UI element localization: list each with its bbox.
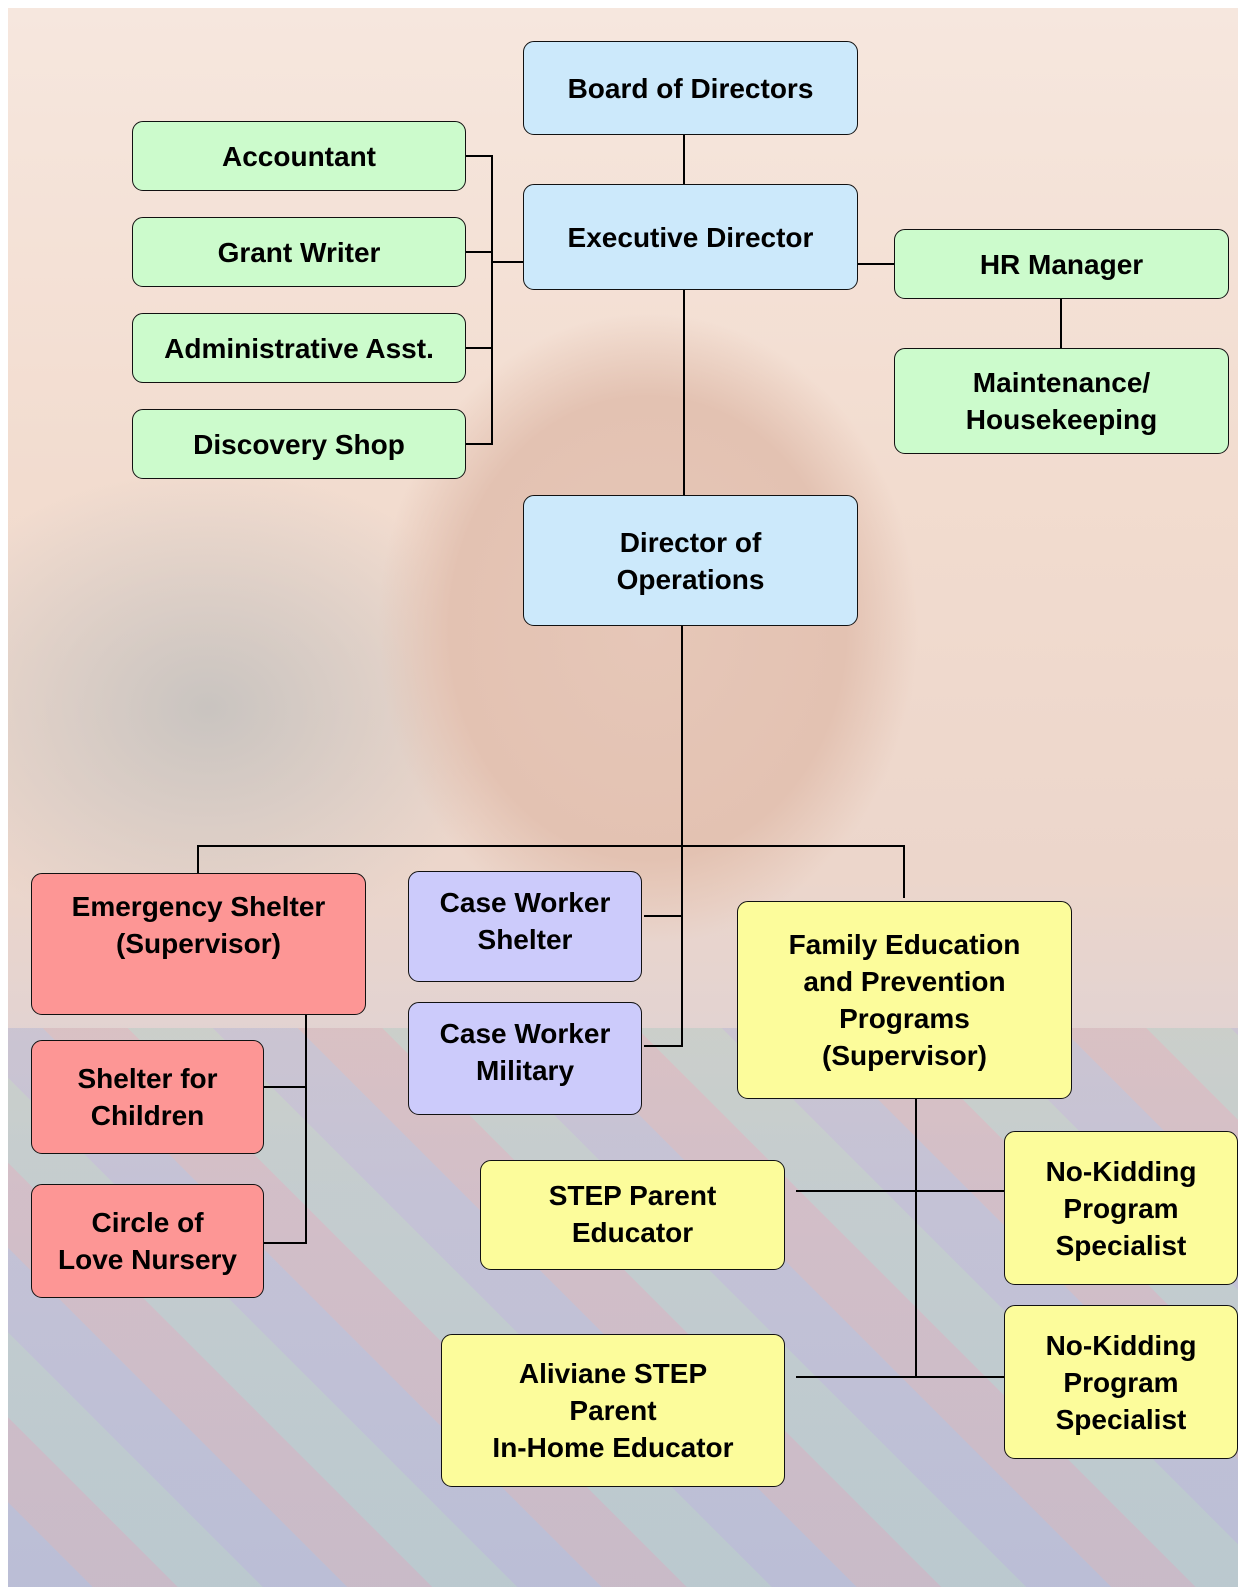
no-kidding-specialist-2-box: No-Kidding Program Specialist — [1004, 1305, 1238, 1459]
maintenance-housekeeping-box: Maintenance/ Housekeeping — [894, 348, 1229, 454]
director-of-operations-box: Director of Operations — [523, 495, 858, 626]
no-kidding-specialist-1-box: No-Kidding Program Specialist — [1004, 1131, 1238, 1285]
accountant-box: Accountant — [132, 121, 466, 191]
emergency-shelter-box: Emergency Shelter (Supervisor) — [31, 873, 366, 1015]
shelter-for-children-box: Shelter for Children — [31, 1040, 264, 1154]
executive-director-box: Executive Director — [523, 184, 858, 290]
family-education-box: Family Education and Prevention Programs… — [737, 901, 1072, 1099]
discovery-shop-box: Discovery Shop — [132, 409, 466, 479]
administrative-asst-box: Administrative Asst. — [132, 313, 466, 383]
circle-of-love-nursery-box: Circle of Love Nursery — [31, 1184, 264, 1298]
connector-admin-bracket — [466, 155, 524, 445]
aliviane-step-box: Aliviane STEP Parent In-Home Educator — [441, 1334, 785, 1487]
hr-manager-box: HR Manager — [894, 229, 1229, 299]
connector-shelter-bracket — [264, 1015, 307, 1244]
connector-bus — [197, 845, 905, 898]
board-of-directors-box: Board of Directors — [523, 41, 858, 135]
case-worker-shelter-box: Case Worker Shelter — [408, 871, 642, 982]
grant-writer-box: Grant Writer — [132, 217, 466, 287]
connector-caseworker-bracket — [644, 846, 683, 1047]
step-parent-educator-box: STEP Parent Educator — [480, 1160, 785, 1270]
case-worker-military-box: Case Worker Military — [408, 1002, 642, 1115]
